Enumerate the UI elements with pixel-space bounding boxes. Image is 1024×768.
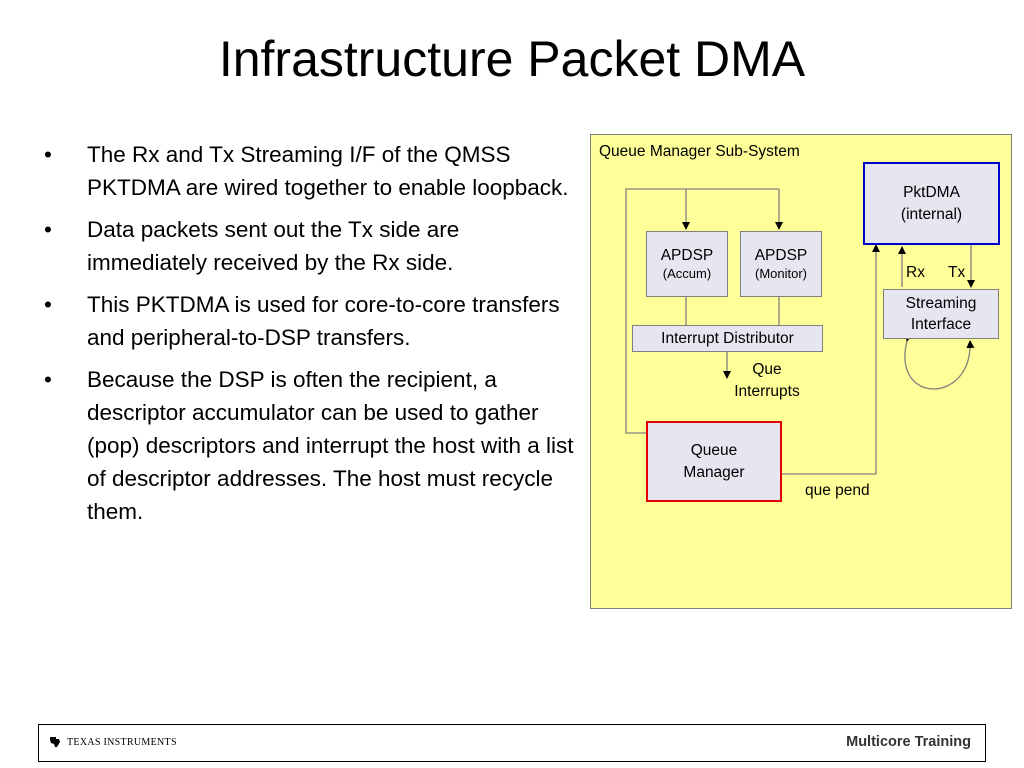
apdsp-accum-sublabel: (Accum)	[662, 266, 712, 281]
apdsp-monitor-label: APDSP	[754, 247, 808, 264]
pktdma-sublabel: (internal)	[900, 205, 963, 223]
bullet-list: The Rx and Tx Streaming I/F of the QMSS …	[44, 138, 584, 537]
que-pend-label: que pend	[805, 482, 870, 499]
rx-label: Rx	[906, 264, 925, 281]
queue-manager-box: Queue Manager	[646, 421, 782, 502]
streaming-interface-label: Streaming	[905, 295, 977, 312]
apdsp-accum-label: APDSP	[660, 247, 714, 264]
bullet-item: This PKTDMA is used for core-to-core tra…	[44, 288, 584, 354]
subsystem-label: Queue Manager Sub-System	[599, 143, 800, 160]
pktdma-label: PktDMA	[903, 183, 960, 201]
tx-label: Tx	[948, 264, 966, 281]
pktdma-box: PktDMA (internal)	[863, 162, 1000, 245]
loopback-curve	[904, 333, 975, 390]
bullet-item: Because the DSP is often the recipient, …	[44, 363, 584, 528]
ti-logo: Texas Instruments	[49, 736, 177, 748]
slide-title: Infrastructure Packet DMA	[218, 31, 806, 87]
queue-manager-subsystem-diagram: Queue Manager Sub-System PktDMA (interna…	[590, 134, 1012, 609]
interrupt-distributor-box: Interrupt Distributor	[632, 325, 823, 352]
que-pend-arrow	[781, 244, 880, 475]
apdsp-monitor-box: APDSP (Monitor)	[740, 231, 822, 297]
slide-footer: Texas Instruments Multicore Training	[38, 724, 986, 762]
que-interrupts-label: Que Interrupts	[734, 361, 800, 400]
footer-course-label: Multicore Training	[846, 734, 971, 750]
diagram-connectors	[625, 188, 975, 475]
apdsp-monitor-sublabel: (Monitor)	[754, 266, 807, 281]
queue-manager-label: Queue	[690, 441, 738, 459]
streaming-interface-sublabel: Interface	[910, 316, 972, 333]
ti-state-icon	[50, 737, 60, 747]
ti-brand-text: Texas Instruments	[67, 736, 177, 748]
queue-manager-sublabel: Manager	[683, 463, 745, 481]
bullet-item: Data packets sent out the Tx side are im…	[44, 213, 584, 279]
feedback-loop-line	[625, 188, 779, 434]
streaming-interface-box: Streaming Interface	[883, 289, 999, 339]
apdsp-accum-box: APDSP (Accum)	[646, 231, 728, 297]
bullet-item: The Rx and Tx Streaming I/F of the QMSS …	[44, 138, 584, 204]
